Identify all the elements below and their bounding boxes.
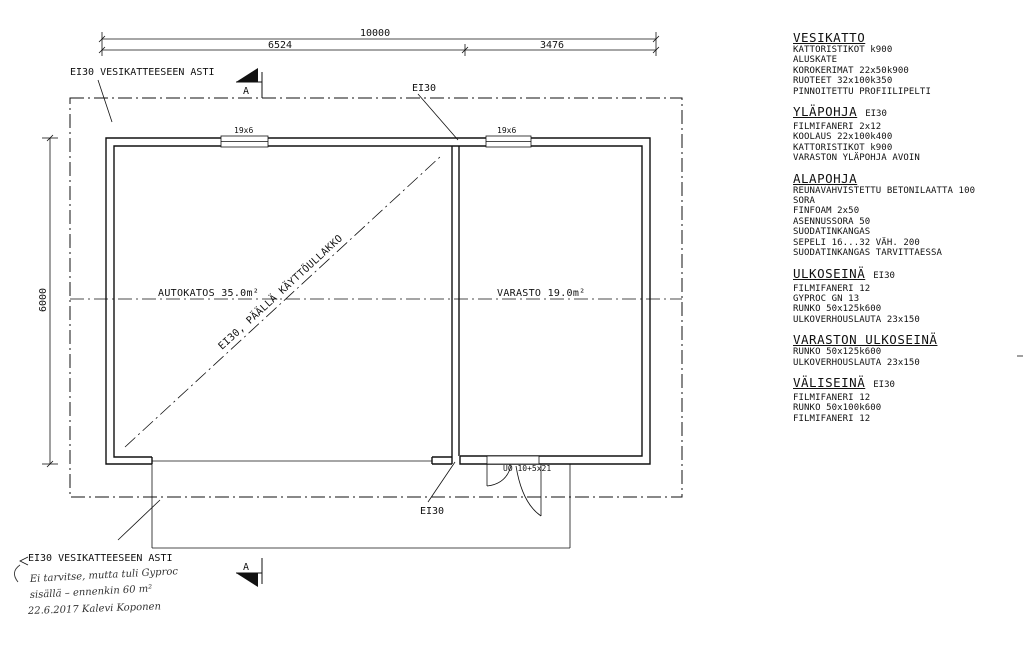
section-mark-bottom: [236, 558, 263, 587]
section-label-top: A: [243, 86, 249, 97]
spec-line: SUODATINKANGAS TARVITTAESSA: [793, 248, 942, 259]
leader-bottom: [427, 461, 456, 503]
spec-line: FILMIFANERI 12: [793, 283, 871, 294]
spec-line: KOROKERIMAT 22x50k900: [793, 65, 909, 76]
spec-title: VESIKATTO: [793, 30, 866, 45]
spec-fire-rating: EI30: [873, 379, 895, 390]
spec-heading: ULKOSEINÄ EI30: [793, 266, 1018, 284]
walls: [105, 137, 651, 465]
roof-outline: [69, 97, 683, 498]
spec-heading: ALAPOHJA: [793, 171, 1018, 186]
spec-line: KOOLAUS 22x100k400: [793, 132, 893, 143]
spec-line: SEPELI 16...32 VÄH. 200: [793, 237, 920, 248]
attic-diagonal: [124, 155, 442, 448]
spec-title: ALAPOHJA: [793, 170, 858, 186]
note-top-left: EI30 VESIKATTEESEEN ASTI: [70, 67, 215, 78]
spec-line: ALUSKATE: [793, 55, 838, 66]
handwritten-line-2: sisällä – ennenkin 60 m²: [30, 584, 153, 601]
window-storage: [485, 135, 532, 148]
spec-title: VARASTON ULKOSEINÄ: [793, 332, 938, 348]
dim-left: 6524: [268, 40, 292, 51]
arrow-bottom-left: [19, 556, 29, 566]
leader-top-left: [97, 79, 113, 123]
spec-line: VARASTON YLÄPOHJA AVOIN: [793, 153, 920, 164]
spec-line: RUNKO 50x125k600: [793, 304, 882, 315]
spec-line: SUODATINKANGAS: [793, 227, 871, 238]
spec-line: ULKOVERHOUSLAUTA 23x150: [793, 314, 920, 325]
spec-heading: VARASTON ULKOSEINÄ: [793, 332, 1018, 347]
spec-title: VÄLISEINÄ: [793, 374, 866, 390]
door-label: UO 10+5x21: [503, 464, 551, 473]
spec-line: GYPROC GN 13: [793, 293, 860, 304]
ei30-label-top: EI30: [412, 83, 436, 94]
spec-line: FILMIFANERI 2x12: [793, 122, 882, 133]
spec-title: YLÄPOHJA: [793, 104, 858, 120]
dim-height: 6000: [38, 288, 49, 312]
handwritten-line-1: Ei tarvitse, mutta tuli Gyproc: [29, 566, 179, 585]
spec-fire-rating: EI30: [865, 109, 887, 120]
spec-line: KATTORISTIKOT k900: [793, 142, 893, 153]
spec-line: RUOTEET 32x100k350: [793, 76, 893, 87]
room-storage: VARASTO 19.0m²: [497, 288, 586, 299]
spec-line: FILMIFANERI 12: [793, 392, 871, 403]
handwritten-bracket: [14, 564, 21, 583]
spec-heading: VESIKATTO: [793, 30, 1018, 45]
leader-bottom-left: [117, 499, 161, 541]
room-carport: AUTOKATOS 35.0m²: [158, 288, 259, 299]
handwritten-line-3: 22.6.2017 Kalevi Koponen: [27, 601, 161, 617]
opening-extension: [151, 464, 571, 549]
leader-top: [417, 93, 459, 141]
dim-total: 10000: [360, 28, 390, 39]
door-storage: [486, 455, 542, 517]
window-carport: [220, 135, 269, 148]
spec-line: ULKOVERHOUSLAUTA 23x150: [793, 357, 920, 368]
section-label-bottom: A: [243, 562, 249, 573]
spec-line: RUNKO 50x100k600: [793, 403, 882, 414]
spec-heading: YLÄPOHJA EI30: [793, 104, 1018, 122]
spec-line: ASENNUSSORA 50: [793, 216, 871, 227]
dimension-top: [98, 32, 660, 56]
dimension-left: [42, 134, 58, 468]
spec-fire-rating: EI30: [873, 270, 895, 281]
spec-line: RUNKO 50x125k600: [793, 347, 882, 358]
spec-line: KATTORISTIKOT k900: [793, 45, 893, 55]
window-label-2: 19x6: [497, 126, 516, 135]
spec-line: FINFOAM 2x50: [793, 206, 860, 217]
section-mark-top: [236, 68, 263, 98]
spec-line: FILMIFANERI 12: [793, 413, 871, 424]
spec-line: REUNAVAHVISTETTU BETONILAATTA 100: [793, 185, 976, 196]
dim-right: 3476: [540, 40, 564, 51]
spec-line: PINNOITETTU PROFIILIPELTI: [793, 86, 931, 97]
window-label-1: 19x6: [234, 126, 253, 135]
ei30-label-bottom: EI30: [420, 506, 444, 517]
spec-heading: VÄLISEINÄ EI30: [793, 375, 1018, 393]
spec-title: ULKOSEINÄ: [793, 265, 866, 281]
note-bottom-left: EI30 VESIKATTEESEEN ASTI: [28, 553, 173, 564]
spec-line: SORA: [793, 196, 816, 207]
